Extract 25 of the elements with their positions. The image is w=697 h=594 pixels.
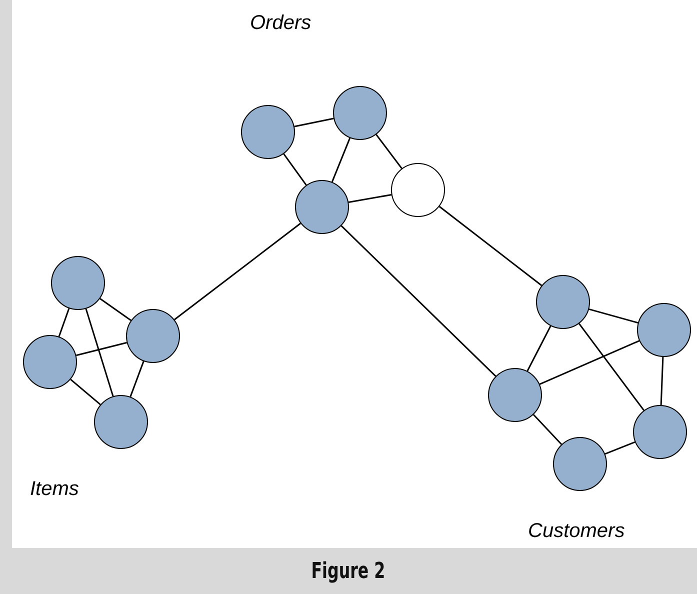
connector-line <box>100 298 132 322</box>
group-label: Customers <box>528 520 625 543</box>
connector-line <box>85 308 114 396</box>
connector-line <box>283 153 307 186</box>
connector-line <box>348 194 392 204</box>
connector-line <box>588 308 638 324</box>
connector-line <box>376 134 402 169</box>
connector-line <box>76 342 127 356</box>
connector-line <box>294 118 334 128</box>
connector-line <box>578 323 644 411</box>
group-label: Orders <box>250 12 312 35</box>
connector-line <box>340 225 496 377</box>
connector-line <box>174 222 301 320</box>
connector-line <box>660 356 664 406</box>
connector-line <box>604 441 636 455</box>
connector-line <box>130 361 144 397</box>
connector-line <box>331 138 351 182</box>
connector-line <box>70 378 101 406</box>
figure-caption: Figure 2 <box>312 558 386 584</box>
connector-line <box>438 206 542 286</box>
group-label: Items <box>30 478 79 501</box>
connector-line <box>532 414 562 445</box>
connector-line <box>539 340 640 385</box>
connector-line <box>526 326 552 372</box>
connector-line <box>58 308 70 337</box>
